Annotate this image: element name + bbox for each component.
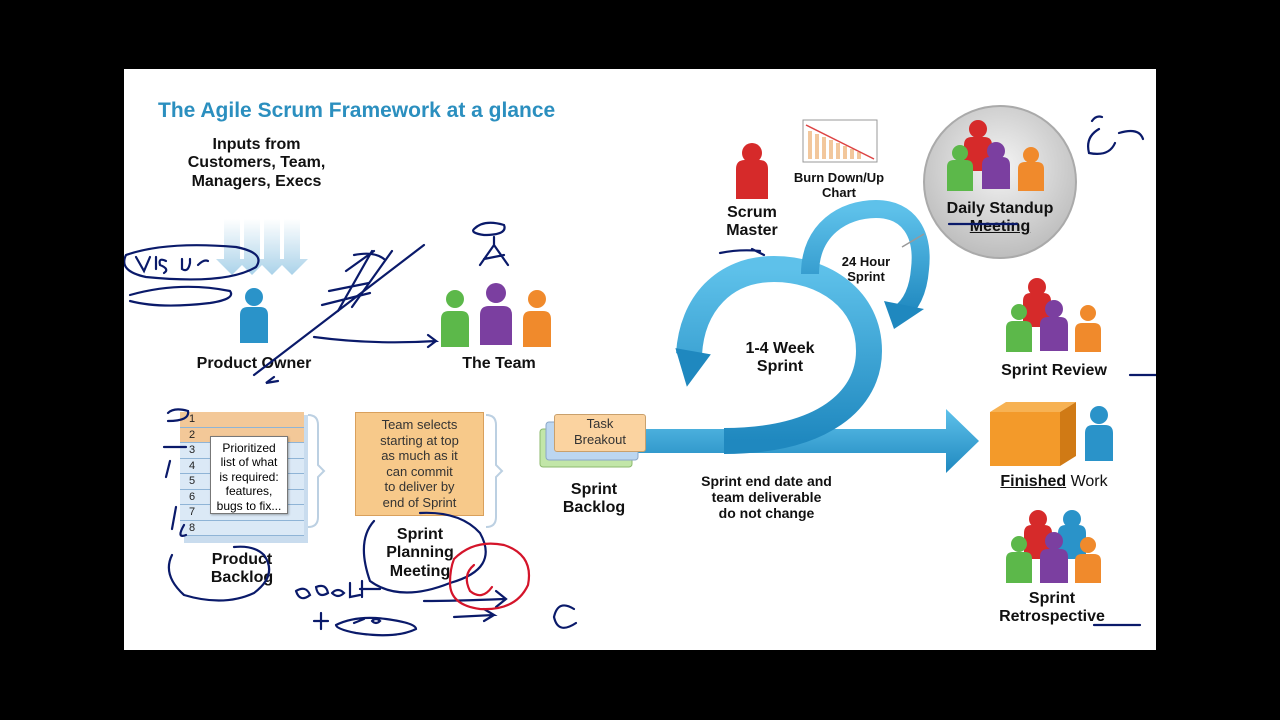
sprint-note: Sprint end date and team deliverable do … bbox=[701, 473, 832, 522]
retrospective-label: Sprint Retrospective bbox=[999, 590, 1105, 626]
daily-standup-label: Daily Standup Meeting bbox=[946, 200, 1054, 236]
review-figures bbox=[1006, 278, 1101, 352]
sprint-cycle-label: 1-4 Week Sprint bbox=[745, 340, 815, 376]
standup-figures bbox=[947, 120, 1044, 191]
sprint-review-label: Sprint Review bbox=[1001, 362, 1107, 379]
handwriting-overlay bbox=[124, 115, 1156, 637]
scrum-master-label: Scrum Master bbox=[726, 204, 778, 240]
finished-work-label: Finished Work bbox=[1000, 473, 1108, 490]
scrum-master-figure bbox=[736, 143, 768, 199]
input-arrows bbox=[216, 219, 308, 275]
task-breakout-card: Task Breakout bbox=[554, 414, 646, 452]
product-backlog-label: Product Backlog bbox=[210, 551, 274, 587]
planning-box: Team selects starting at top as much as … bbox=[355, 412, 484, 516]
backlog-row: 8 bbox=[180, 520, 304, 536]
burndown-chart-icon bbox=[802, 119, 878, 163]
sprint-loop-arrow bbox=[676, 255, 883, 454]
product-owner-label: Product Owner bbox=[196, 355, 312, 372]
sprint-backlog-label: Sprint Backlog bbox=[562, 481, 626, 517]
backlog-note: Prioritized list of what is required: fe… bbox=[210, 436, 288, 514]
burndown-label: Burn Down/Up Chart bbox=[793, 170, 885, 200]
sprint-planning-label: Sprint Planning Meeting bbox=[386, 526, 454, 580]
inputs-label: Inputs from Customers, Team, Managers, E… bbox=[187, 136, 326, 190]
finished-work-figure bbox=[990, 402, 1113, 466]
daily-cycle-label: 24 Hour Sprint bbox=[841, 254, 891, 284]
slide-title: The Agile Scrum Framework at a glance bbox=[158, 99, 556, 122]
people-figures bbox=[240, 120, 1113, 583]
team-figures bbox=[441, 283, 551, 347]
backlog-row: 1 bbox=[180, 412, 304, 428]
daily-loop-arrow bbox=[801, 199, 930, 322]
slide: The Agile Scrum Framework at a glance In… bbox=[124, 69, 1156, 650]
retrospective-figures bbox=[1006, 510, 1101, 583]
team-label: The Team bbox=[462, 355, 536, 372]
product-owner-figure bbox=[240, 288, 268, 343]
